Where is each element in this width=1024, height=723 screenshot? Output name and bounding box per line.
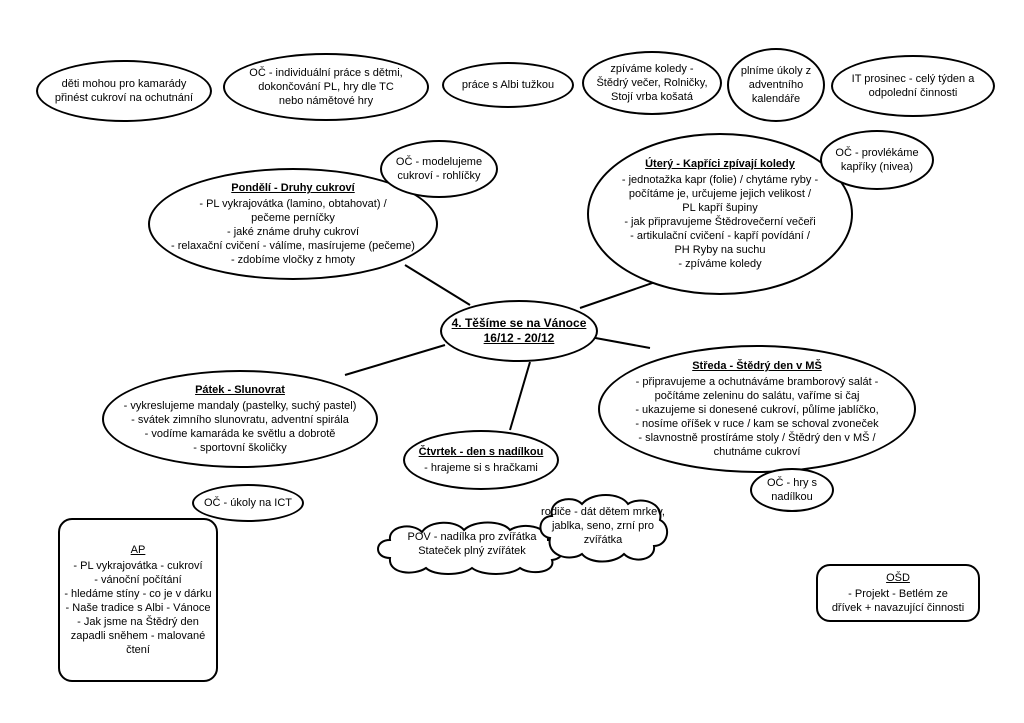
link-friday	[344, 344, 446, 376]
cloud-shape-parents	[539, 494, 669, 563]
friday-note: OČ - úkoly na ICT	[192, 484, 304, 522]
cloud-shape-pov	[377, 521, 564, 575]
center-topic: 4. Těšíme se na Vánoce 16/12 - 20/12	[440, 300, 598, 362]
monday-note: OČ - modelujeme cukroví - rohlíčky	[380, 140, 498, 198]
tuesday-title: Úterý - Kapříci zpívají koledy	[645, 158, 795, 170]
friday-title: Pátek - Slunovrat	[195, 384, 285, 396]
tuesday-node: Úterý - Kapříci zpívají koledy - jednota…	[587, 133, 853, 295]
wednesday-node: Středa - Štědrý den v MŠ - připravujeme …	[598, 345, 916, 473]
ap-title: AP	[130, 544, 146, 556]
friday-node: Pátek - Slunovrat - vykreslujeme mandaly…	[102, 370, 378, 468]
tuesday-note: OČ - provlékáme kapříky (nivea)	[820, 130, 934, 190]
monday-title: Pondělí - Druhy cukroví	[231, 182, 355, 194]
thursday-title: Čtvrtek - den s nadílkou	[418, 446, 544, 458]
top-note-albi-pen: práce s Albi tužkou	[442, 62, 574, 108]
top-note-treats: děti mohou pro kamarády přinést cukroví …	[36, 60, 212, 122]
top-note-carols: zpíváme koledy - Štědrý večer, Rolničky,…	[582, 51, 722, 115]
link-monday	[404, 264, 471, 306]
top-note-individual-work: OČ - individuální práce s dětmi, dokončo…	[223, 53, 429, 121]
wednesday-title: Středa - Štědrý den v MŠ	[692, 360, 822, 372]
top-note-it-december: IT prosinec - celý týden a odpolední čin…	[831, 55, 995, 117]
cloud-parents-text: rodiče - dát dětem mrkev, jablka, seno, …	[541, 506, 665, 546]
link-thursday	[509, 361, 531, 431]
top-note-advent-calendar: plníme úkoly z adventního kalendáře	[727, 48, 825, 122]
osd-title: OŠD	[886, 572, 910, 584]
monday-node: Pondělí - Druhy cukroví - PL vykrajovátk…	[148, 168, 438, 280]
cloud-pov-text: POV - nadílka pro zvířátka Stateček plný…	[407, 531, 537, 557]
ap-box: AP - PL vykrajovátka - cukroví - vánoční…	[58, 518, 218, 682]
link-wednesday	[589, 336, 651, 349]
thursday-node: Čtvrtek - den s nadílkou - hrajeme si s …	[403, 430, 559, 490]
wednesday-note: OČ - hry s nadílkou	[750, 468, 834, 512]
osd-box: OŠD - Projekt - Betlém ze dřívek + navaz…	[816, 564, 980, 622]
